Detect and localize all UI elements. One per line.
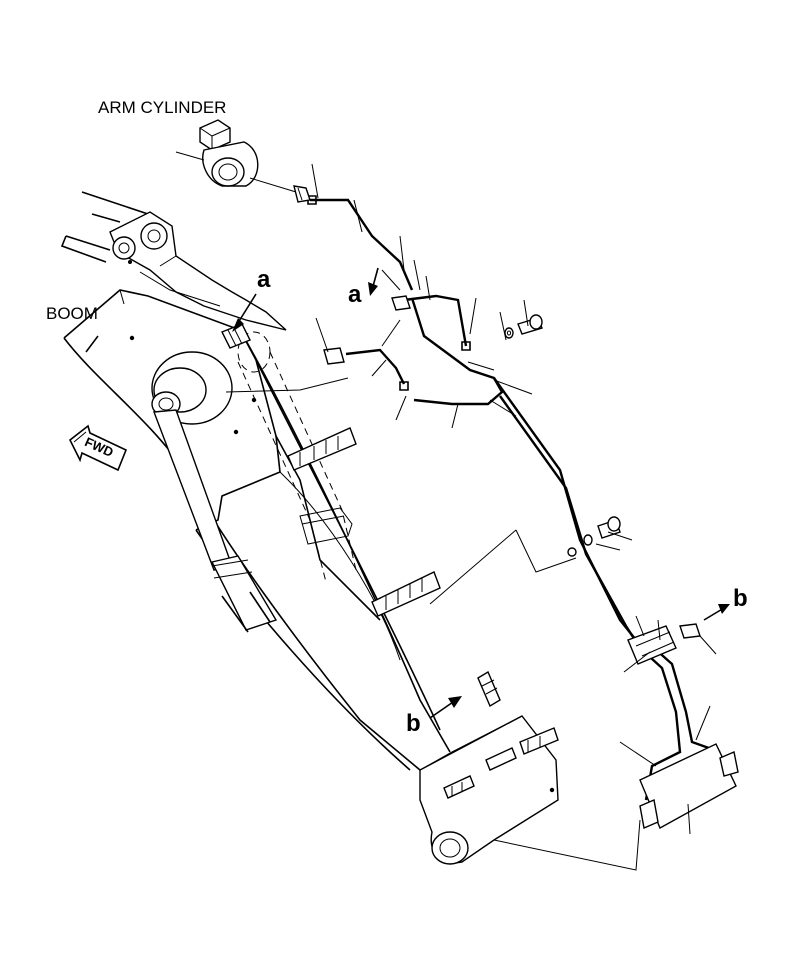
arrow-b-left xyxy=(429,696,462,719)
manifold-block-foot xyxy=(639,743,739,829)
hidden-arm-cylinder-outline xyxy=(237,331,357,583)
ref-a-lower-label: a xyxy=(348,281,362,308)
grease-fitting-a-upper xyxy=(391,295,411,311)
grease-line-main xyxy=(410,297,642,649)
grease-fitting-a-lower xyxy=(323,347,345,365)
arm-cylinder-body xyxy=(175,119,297,193)
ref-a-upper-label: a xyxy=(257,266,271,293)
grease-fitting-arm-cylinder xyxy=(293,185,311,203)
clamp-block-middle xyxy=(371,571,441,617)
arrow-a-lower xyxy=(368,267,401,296)
fwd-arrow-icon: FWD xyxy=(68,424,128,472)
grease-line-branch-lower xyxy=(345,348,409,391)
leader-boom-cylinder xyxy=(225,377,349,393)
grease-line-arm xyxy=(307,195,414,291)
clamp-block-upper xyxy=(287,427,357,471)
leader-foot-pin xyxy=(493,819,641,871)
bolt-lower xyxy=(583,516,621,546)
leader-clamp-mid-link xyxy=(429,529,517,605)
arrow-b-right xyxy=(703,604,730,621)
boom-structure xyxy=(60,191,559,865)
clamp-block-foot xyxy=(443,727,559,799)
grease-line-branch-upper xyxy=(403,294,471,351)
manifold-block-middle xyxy=(567,547,677,665)
ref-b-left-label: b xyxy=(406,710,421,737)
leader-clamp-middle xyxy=(515,529,577,573)
ref-b-right-label: b xyxy=(733,585,748,612)
grease-line-foot xyxy=(639,647,721,801)
boom-cylinder xyxy=(151,351,278,633)
clamp-block-lower xyxy=(477,670,501,708)
grease-fitting-b xyxy=(679,623,701,639)
bolt-upper xyxy=(504,314,543,339)
arrow-a-upper xyxy=(232,293,257,332)
arm-cylinder-label: ARM CYLINDER xyxy=(98,98,226,117)
boom-label: BOOM xyxy=(46,304,98,323)
callout-leaders xyxy=(311,163,717,835)
